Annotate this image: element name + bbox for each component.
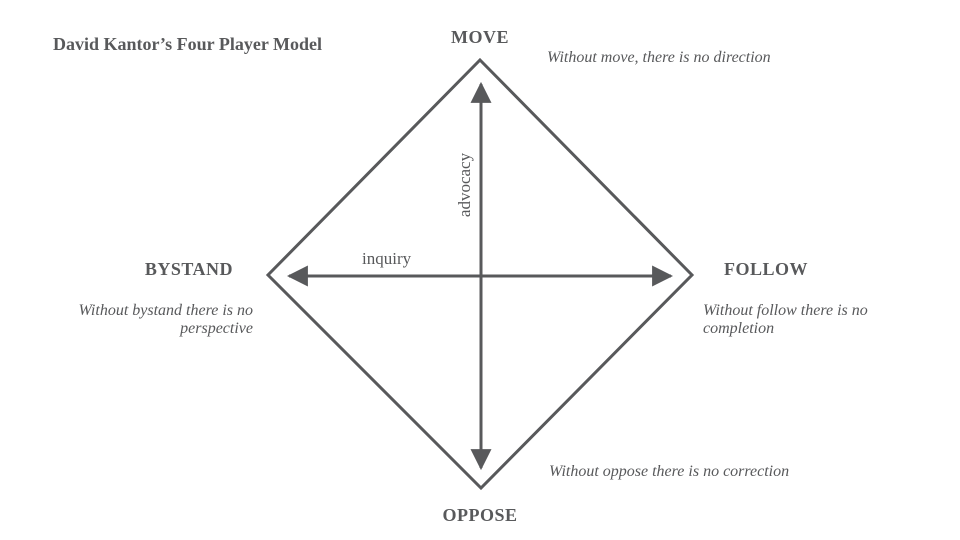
node-label-oppose: OPPOSE (442, 505, 518, 525)
node-label-move: MOVE (451, 27, 509, 47)
diamond-outline (265, 57, 695, 491)
annotation-follow: Without follow there is no completion (703, 302, 868, 337)
horizontal-axis-label: inquiry (362, 249, 412, 268)
annotation-move: Without move, there is no direction (547, 49, 771, 66)
node-label-follow: FOLLOW (724, 259, 809, 279)
diagram-title: David Kantor’s Four Player Model (53, 34, 322, 54)
node-label-bystand: BYSTAND (144, 259, 233, 279)
vertical-axis-label: advocacy (455, 152, 474, 218)
annotation-oppose: Without oppose there is no correction (549, 463, 790, 480)
annotation-bystand: Without bystand there is no perspective (78, 302, 253, 337)
